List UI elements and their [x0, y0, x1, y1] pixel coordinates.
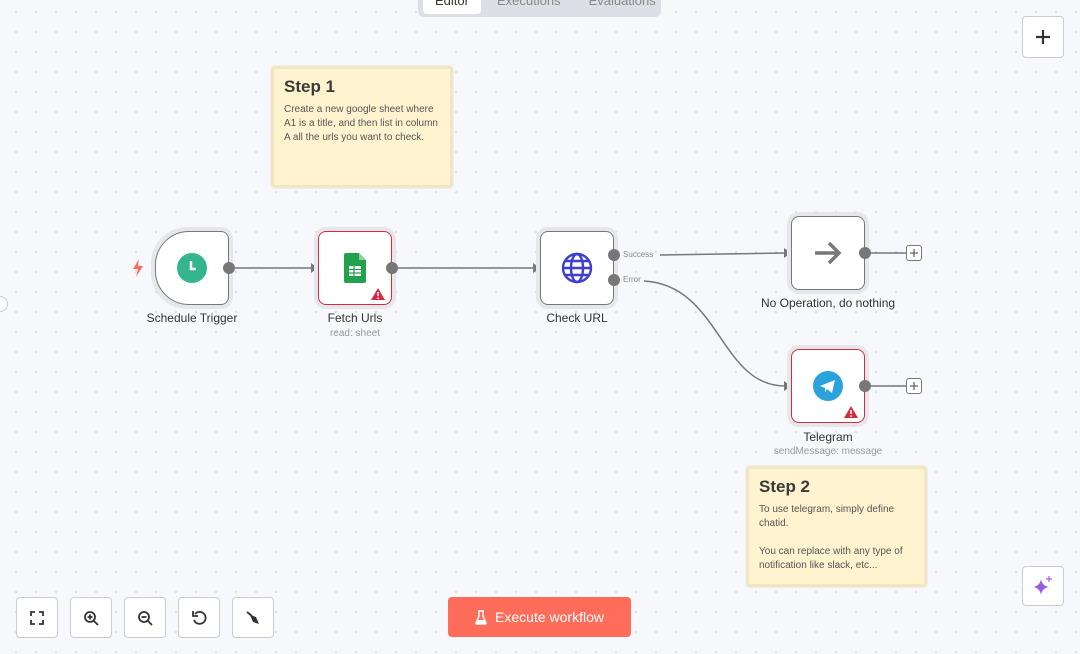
trigger-bolt-icon	[133, 259, 143, 277]
sticky-body: Create a new google sheet where A1 is a …	[284, 104, 438, 143]
fit-view-button[interactable]	[16, 597, 58, 638]
node-schedule-trigger[interactable]	[151, 227, 233, 309]
output-port[interactable]	[386, 262, 398, 274]
execute-workflow-button[interactable]: Execute workflow	[448, 597, 631, 637]
reset-zoom-button[interactable]	[178, 597, 220, 638]
output-port[interactable]	[859, 380, 871, 392]
fullscreen-icon	[30, 610, 44, 625]
globe-icon	[561, 252, 593, 284]
zoom-in-button[interactable]	[70, 597, 112, 638]
sticky-body: To use telegram, simply define chatid. Y…	[759, 504, 903, 571]
tab-executions[interactable]: Executions	[496, 0, 561, 8]
node-subtitle: read: sheet	[329, 328, 381, 339]
clock-icon	[177, 253, 207, 283]
plus-icon	[1036, 30, 1050, 44]
sparkle-icon	[1033, 576, 1052, 595]
plus-icon	[910, 249, 918, 257]
node-label: Telegram	[803, 430, 853, 444]
output-port[interactable]	[859, 247, 871, 259]
execute-label: Execute workflow	[495, 609, 604, 625]
ai-assistant-button[interactable]	[1022, 566, 1064, 606]
google-sheets-icon	[344, 253, 366, 283]
node-label: No Operation, do nothing	[760, 296, 896, 310]
view-tabs: Editor Executions Evaluations	[418, 0, 661, 17]
tidy-up-button[interactable]	[232, 597, 274, 638]
node-fetch-urls[interactable]	[314, 227, 396, 309]
zoom-out-button[interactable]	[124, 597, 166, 638]
output-port[interactable]	[223, 262, 235, 274]
error-label: Error	[623, 275, 641, 284]
add-node-button[interactable]	[1022, 16, 1064, 58]
broom-icon	[246, 610, 259, 624]
flask-icon	[475, 609, 487, 625]
output-port-success[interactable]	[608, 249, 620, 261]
sticky-title: Step 1	[284, 77, 336, 96]
add-next-node-button[interactable]	[906, 245, 922, 261]
node-check-url[interactable]	[536, 227, 618, 309]
plus-icon	[910, 382, 918, 390]
undo-icon	[192, 610, 207, 625]
edge-error-telegram	[643, 280, 786, 387]
edge-success-noop	[659, 252, 786, 256]
telegram-icon	[813, 371, 843, 401]
sticky-title: Step 2	[759, 477, 811, 496]
output-port-error[interactable]	[608, 274, 620, 286]
node-telegram[interactable]	[787, 345, 869, 427]
arrow-right-icon	[815, 241, 842, 265]
node-label: Schedule Trigger	[146, 311, 238, 325]
node-no-operation[interactable]	[787, 212, 869, 294]
sticky-note-step-2[interactable]: Step 2 To use telegram, simply define ch…	[746, 466, 927, 587]
sticky-note-step-1[interactable]: Step 1 Create a new google sheet where A…	[271, 66, 453, 188]
zoom-out-icon	[138, 610, 153, 626]
node-label: Fetch Urls	[327, 311, 383, 325]
zoom-in-icon	[84, 610, 99, 626]
add-next-node-button[interactable]	[906, 378, 922, 394]
warning-icon	[844, 406, 858, 418]
warning-icon	[371, 288, 385, 300]
tab-editor[interactable]: Editor	[423, 0, 481, 14]
tab-evaluations[interactable]: Evaluations	[588, 0, 656, 8]
success-label: Success	[623, 250, 654, 259]
node-label: Check URL	[546, 311, 608, 325]
node-subtitle: sendMessage: message	[773, 446, 883, 457]
